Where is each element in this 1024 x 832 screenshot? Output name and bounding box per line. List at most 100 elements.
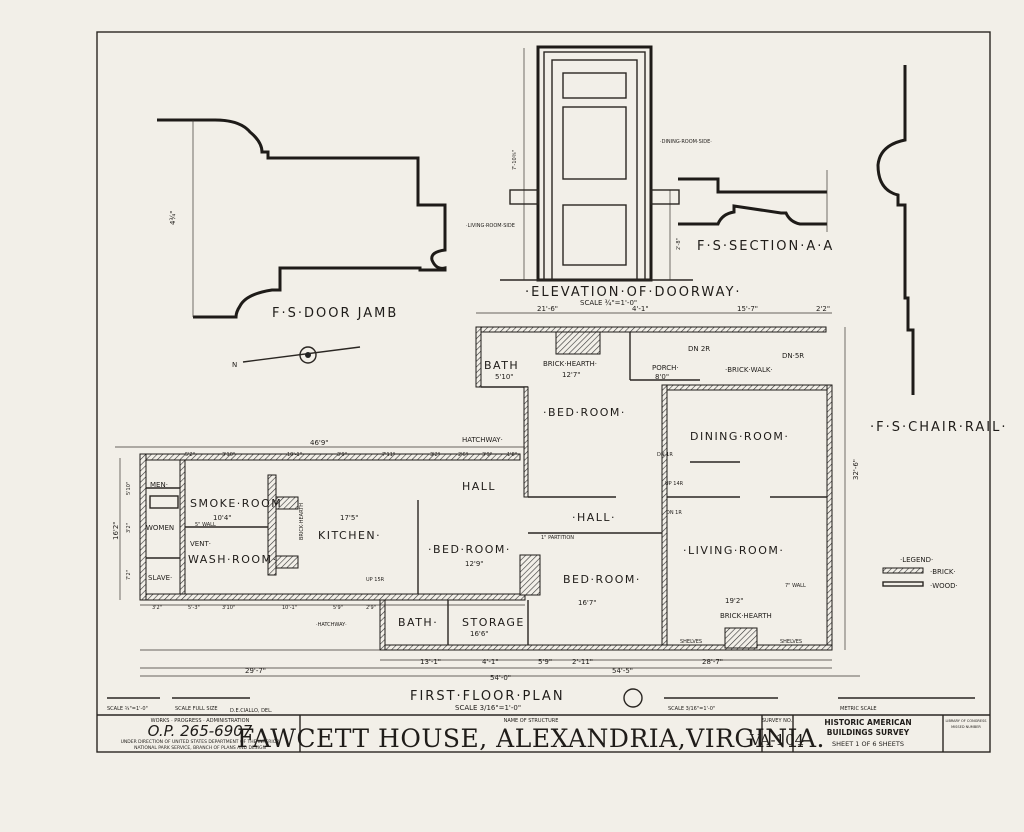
room-slave: SLAVE· (148, 574, 172, 582)
dim-top: 2'2" (816, 305, 830, 313)
north-arrow: N (232, 346, 361, 369)
hearth-north-dim: 12'7" (562, 371, 581, 379)
room-storage: STORAGE (462, 616, 525, 629)
bed-west-dim: 12'9" (465, 560, 484, 568)
survey-number: VA-104 (749, 731, 804, 749)
plan-title: FIRST·FLOOR·PLAN (410, 689, 565, 704)
dim-wing-top: 3'9" (482, 452, 492, 458)
habs-line-1: HISTORIC AMERICAN (824, 718, 911, 727)
room-hall-center: ·HALL· (572, 511, 616, 524)
scales-row: FIRST·FLOOR·PLAN SCALE 3/16"=1'-0" SCALE… (107, 688, 975, 714)
dim-wing-top: 2'6" (458, 452, 468, 458)
dim-wing-bottom: 5'9" (333, 605, 343, 611)
section-title: F·S·SECTION·A·A (697, 239, 834, 254)
dim-bottom: 4'-1" (482, 658, 499, 666)
dim-wing-bottom: 5'-3" (188, 605, 200, 611)
dim-wing-bottom: 3'2" (152, 605, 162, 611)
dim-bottom: 13'-1" (420, 658, 441, 666)
seal-icon (623, 688, 643, 708)
room-living-room: ·LIVING·ROOM· (683, 544, 784, 557)
room-hall-north: HALL (462, 480, 496, 493)
door-jamb-title: F·S·DOOR JAMB (272, 306, 398, 321)
scale-label-2: SCALE FULL SIZE (175, 706, 218, 712)
vent-label: VENT· (190, 540, 211, 548)
wall-7-note: 7" WALL (785, 583, 806, 589)
dim-top: 15'-7" (737, 305, 758, 313)
smoke-room-dim: 10'4" (213, 514, 232, 522)
shelves-1: SHELVES (680, 639, 702, 645)
jamb-dim: 4¾" (169, 211, 177, 225)
dim-bottom: 2'-11" (572, 658, 593, 666)
section-aa: F·S·SECTION·A·A (678, 170, 834, 254)
doorway-dado: 2'-8" (676, 238, 682, 250)
room-bath-south: BATH· (398, 616, 438, 629)
legend-wood: ·WOOD· (930, 582, 958, 590)
chair-rail-profile: ·F·S·CHAIR·RAIL· (870, 65, 1005, 435)
room-bed-room-west: ·BED·ROOM· (428, 543, 511, 556)
room-labels: MEN· SMOKE·ROOM 10'4" WOMEN 5" WALL VENT… (146, 345, 806, 645)
dim-top: 21'-6" (537, 305, 558, 313)
doorway-scale: SCALE ¾"=1'-0" (580, 299, 637, 307)
brick-hearth-south: BRICK·HEARTH (720, 612, 772, 620)
dim-overall: 54'-0" (490, 674, 511, 682)
survey-no-label: SURVEY NO. (762, 718, 793, 724)
dim-bottom: 5'9" (538, 658, 552, 666)
legend-brick: ·BRICK· (930, 568, 956, 576)
delineator: D.E.CIALLO, DEL. (230, 708, 273, 714)
floor-plan (115, 312, 924, 677)
storage-dim: 16'6" (470, 630, 489, 638)
wpa-label: WORKS · PROGRESS · ADMINISTRATION (151, 718, 250, 724)
dim-bottom: 28'-7" (702, 658, 723, 666)
legend-title: ·LEGEND· (900, 556, 933, 564)
library-line-1: LIBRARY OF CONGRESS (945, 719, 987, 723)
dim-wing-top: 10'-1" (287, 452, 302, 458)
structure-name: FAWCETT HOUSE, ALEXANDRIA,VIRGINIA. (237, 724, 825, 753)
room-bed-room-north: ·BED·ROOM· (543, 406, 626, 419)
hatchway-north: HATCHWAY· (462, 436, 503, 444)
wall-5-note: 5" WALL (195, 522, 216, 528)
room-bed-room-south: BED·ROOM· (563, 573, 641, 586)
scale-label-3: SCALE 3/16"=1'-0" (668, 706, 715, 712)
steps-dn-1r-a: DN 1R (657, 452, 673, 458)
room-wash-room: WASH·ROOM· (188, 553, 278, 566)
stairs-up-14r: UP 14R (665, 481, 684, 487)
bed-south-dim: 16'7" (578, 599, 597, 607)
legend: ·LEGEND· ·BRICK· ·WOOD· (900, 556, 958, 590)
dim-wing-top: 46'9" (310, 439, 329, 447)
doorway-height: 7'-10⅜" (512, 150, 518, 170)
dim-wing-top: 3'2" (430, 452, 440, 458)
title-block: WORKS · PROGRESS · ADMINISTRATION O.P. 2… (97, 714, 990, 753)
dim-wing-left: 16'2" (112, 521, 120, 540)
dim-top: 4'-1" (632, 305, 649, 313)
room-bath-north: BATH (484, 359, 519, 372)
dim-wing-bottom: 10'-1" (282, 605, 297, 611)
north-label: N (232, 361, 237, 369)
dim-wing-bottom: 3'10" (222, 605, 235, 611)
living-room-side-label: ·LIVING·ROOM·SIDE (466, 223, 515, 229)
room-porch: PORCH· (652, 364, 679, 372)
stairs-up-15r: UP 15R (366, 577, 385, 583)
dim-wing-left: 3'2" (126, 523, 132, 533)
doorway-title: ·ELEVATION·OF·DOORWAY· (525, 285, 742, 300)
dim-wing-top: 3'9" (337, 452, 347, 458)
room-dining-room: DINING·ROOM· (690, 430, 789, 443)
living-dim: 19'2" (725, 597, 744, 605)
dim-wing-left: 7'2" (126, 570, 132, 580)
dim-wing-left: 5'10" (126, 482, 132, 495)
op-number: O.P. 265-6907 (148, 722, 253, 740)
doorway-elevation: 7'-10⅜" 2'-8" ·DINING·ROOM·SIDE· ·LIVING… (466, 45, 742, 307)
dim-wing-top: 1'8" (507, 452, 517, 458)
shelves-2: SHELVES (780, 639, 802, 645)
scale-label-1: SCALE ¾"=1'-0" (107, 706, 148, 712)
dim-wing-bottom: 2'9" (366, 605, 376, 611)
porch-dim: 8'0" (655, 373, 669, 381)
dim-overall: 54'-5" (612, 667, 633, 675)
scale-label-4: METRIC SCALE (840, 706, 877, 712)
structure-name-label: NAME OF STRUCTURE (504, 718, 559, 724)
habs-line-2: BUILDINGS SURVEY (827, 728, 910, 737)
kitchen-hearth: BRICK·HEARTH (299, 503, 305, 540)
dim-overall: 29'-7" (245, 667, 266, 675)
partition-note: 1" PARTITION (541, 535, 574, 541)
